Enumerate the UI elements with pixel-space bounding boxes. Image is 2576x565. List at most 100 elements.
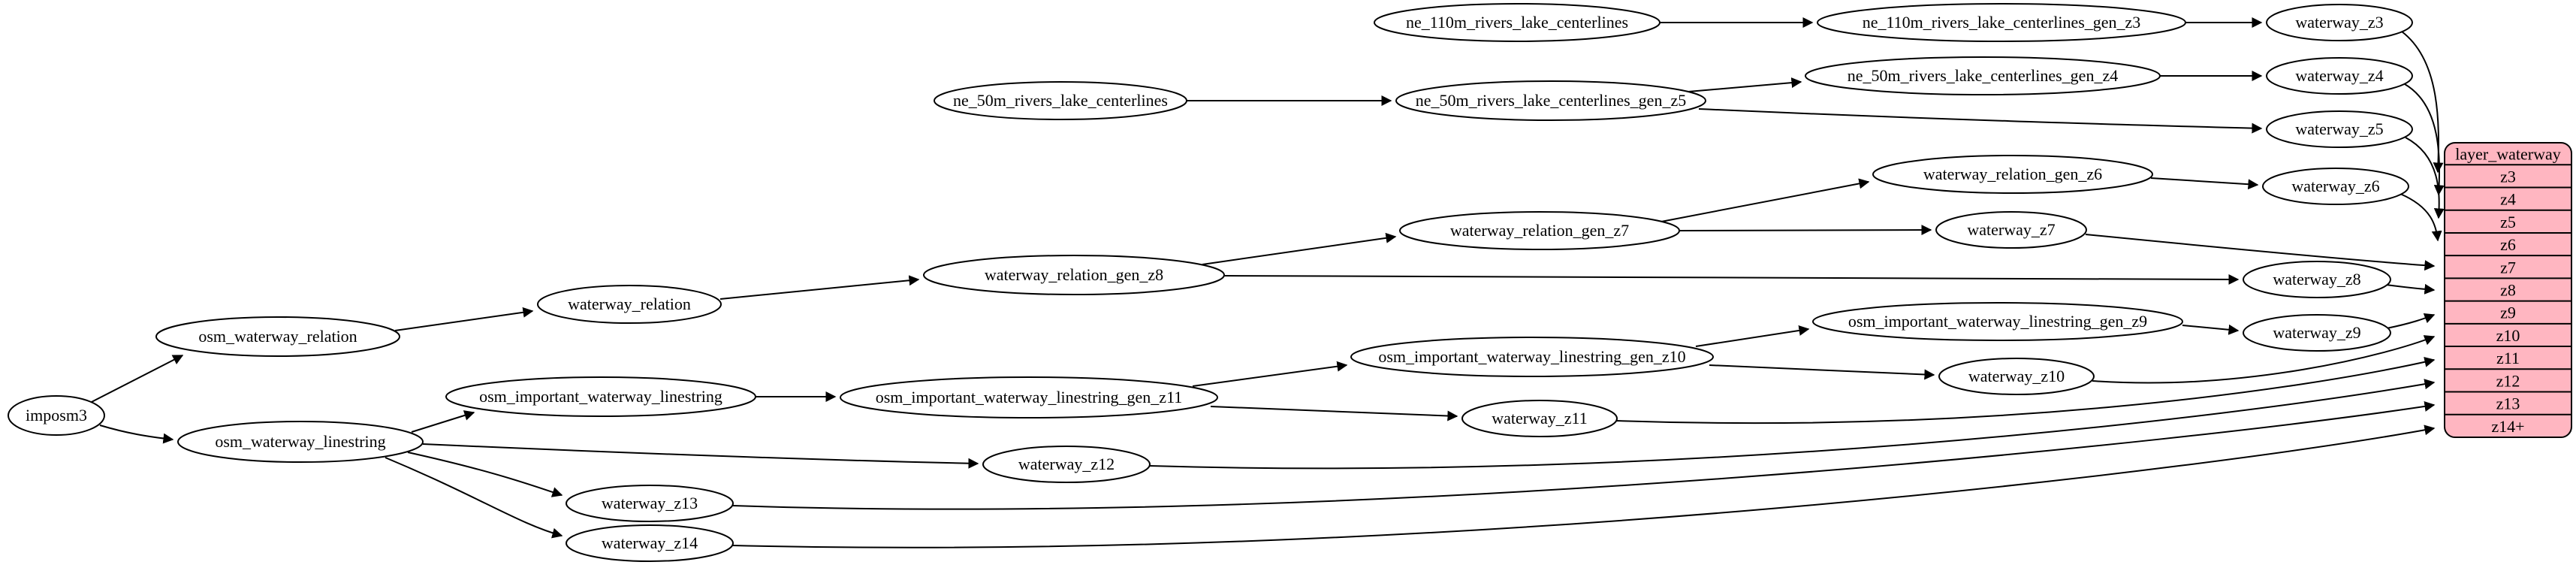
table-row-z3: z3	[2500, 167, 2516, 186]
node-label-osm_waterway_relation: osm_waterway_relation	[198, 327, 357, 346]
node-osm_waterway_relation: osm_waterway_relation	[155, 316, 400, 357]
edge-osm_important_waterway_linestring_gen_z10-to-waterway_z10	[1709, 364, 1935, 380]
node-label-waterway_z3: waterway_z3	[2295, 13, 2383, 32]
node-waterway_z6: waterway_z6	[2262, 168, 2409, 205]
node-label-osm_important_waterway_linestring_gen_z9: osm_important_waterway_linestring_gen_z9	[1848, 312, 2147, 331]
node-ellipse-waterway_z5	[2266, 110, 2413, 148]
table-row-z13: z13	[2496, 394, 2520, 413]
edge-waterway_relation_gen_z7-to-waterway_z7	[1679, 225, 1932, 236]
edge-osm_important_waterway_linestring_gen_z11-to-osm_important_waterway_linestring_gen_z10	[1192, 361, 1348, 387]
node-ellipse-waterway_z10	[1938, 358, 2095, 395]
node-waterway_z11: waterway_z11	[1461, 400, 1618, 437]
table-row-z6: z6	[2500, 235, 2516, 254]
table-background	[2444, 142, 2572, 438]
edge-osm_waterway_relation-to-waterway_relation	[394, 307, 534, 331]
node-ellipse-osm_waterway_relation	[155, 316, 400, 357]
node-label-waterway_z13: waterway_z13	[602, 494, 698, 512]
node-ellipse-ne_110m_rivers_lake_centerlines_gen_z3	[1817, 3, 2186, 42]
edge-osm_waterway_linestring-to-osm_important_waterway_linestring	[411, 410, 475, 433]
node-ellipse-osm_important_waterway_linestring	[445, 376, 756, 417]
node-ellipse-waterway_z3	[2266, 4, 2413, 41]
nodes-layer: imposm3 osm_waterway_relation waterway_rel…	[8, 3, 2413, 562]
edge-waterway_z13-to-layer_waterway-z13	[732, 400, 2436, 510]
table-title: layer_waterway	[2455, 145, 2560, 164]
node-ellipse-waterway_z9	[2243, 314, 2391, 352]
node-ellipse-waterway_relation_gen_z8	[923, 255, 1225, 295]
edge-waterway_z5-to-layer_waterway-z5	[2405, 137, 2445, 219]
node-waterway_relation_gen_z6: waterway_relation_gen_z6	[1872, 155, 2153, 194]
edge-waterway_z6-to-layer_waterway-z6	[2400, 193, 2442, 242]
node-ellipse-waterway_z11	[1461, 400, 1618, 437]
node-waterway_z10: waterway_z10	[1938, 358, 2095, 395]
node-ellipse-osm_important_waterway_linestring_gen_z11	[840, 376, 1218, 418]
node-ellipse-osm_important_waterway_linestring_gen_z10	[1350, 337, 1714, 377]
node-label-waterway_z12: waterway_z12	[1018, 455, 1115, 473]
node-label-osm_waterway_linestring: osm_waterway_linestring	[215, 432, 385, 451]
edge-waterway_z8-to-layer_waterway-z8	[2385, 283, 2436, 295]
table-row-z12: z12	[2496, 371, 2520, 390]
node-waterway_relation_gen_z8: waterway_relation_gen_z8	[923, 255, 1225, 295]
edge-imposm3-to-osm_waterway_relation	[88, 355, 184, 404]
node-osm_important_waterway_linestring_gen_z10: osm_important_waterway_linestring_gen_z1…	[1350, 337, 1714, 377]
edge-waterway_z14-to-layer_waterway-z14+	[732, 425, 2436, 548]
edge-osm_important_waterway_linestring_gen_z11-to-waterway_z11	[1210, 406, 1458, 421]
node-waterway_z3: waterway_z3	[2266, 4, 2413, 41]
node-label-waterway_relation_gen_z8: waterway_relation_gen_z8	[985, 265, 1163, 284]
node-waterway_z13: waterway_z13	[566, 485, 734, 522]
node-ne_110m_rivers_lake_centerlines_gen_z3: ne_110m_rivers_lake_centerlines_gen_z3	[1817, 3, 2186, 42]
node-imposm3: imposm3	[8, 395, 105, 436]
node-waterway_relation_gen_z7: waterway_relation_gen_z7	[1399, 211, 1680, 250]
node-label-osm_important_waterway_linestring: osm_important_waterway_linestring	[479, 387, 722, 406]
node-label-waterway_z9: waterway_z9	[2273, 323, 2360, 342]
table-row-z7: z7	[2500, 258, 2516, 276]
node-waterway_z7: waterway_z7	[1935, 211, 2087, 249]
table-row-z8: z8	[2500, 281, 2516, 300]
table-layer: layer_waterwayz3z4z5z6z7z8z9z10z11z12z13…	[2444, 142, 2572, 438]
edge-waterway_relation_gen_z6-to-waterway_z6	[2150, 177, 2259, 190]
node-ellipse-osm_waterway_linestring	[177, 421, 424, 463]
edge-waterway_z9-to-layer_waterway-z9	[2386, 313, 2436, 329]
node-ne_50m_rivers_lake_centerlines_gen_z4: ne_50m_rivers_lake_centerlines_gen_z4	[1805, 56, 2161, 95]
table-row-z11: z11	[2496, 349, 2520, 367]
node-label-waterway_z14: waterway_z14	[602, 533, 698, 552]
node-osm_important_waterway_linestring_gen_z11: osm_important_waterway_linestring_gen_z1…	[840, 376, 1218, 418]
node-ellipse-waterway_z4	[2266, 57, 2413, 95]
edge-osm_important_waterway_linestring_gen_z9-to-waterway_z9	[2182, 324, 2240, 335]
node-waterway_z14: waterway_z14	[566, 524, 734, 562]
edge-waterway_relation-to-waterway_relation_gen_z8	[719, 275, 920, 300]
table-row-z4: z4	[2500, 190, 2516, 209]
table-row-z14+: z14+	[2491, 417, 2524, 436]
edge-waterway_z12-to-layer_waterway-z12	[1149, 379, 2436, 470]
node-label-ne_110m_rivers_lake_centerlines_gen_z3: ne_110m_rivers_lake_centerlines_gen_z3	[1863, 13, 2141, 32]
node-ellipse-waterway_z6	[2262, 168, 2409, 205]
edges-layer	[88, 17, 2445, 548]
node-waterway_z4: waterway_z4	[2266, 57, 2413, 95]
node-label-waterway_z6: waterway_z6	[2291, 177, 2379, 195]
table-row-z9: z9	[2500, 304, 2516, 322]
node-label-waterway_z4: waterway_z4	[2295, 66, 2383, 85]
node-osm_important_waterway_linestring_gen_z9: osm_important_waterway_linestring_gen_z9	[1812, 302, 2183, 341]
node-ellipse-waterway_z14	[566, 524, 734, 562]
edge-ne_50m_rivers_lake_centerlines_gen_z5-to-ne_50m_rivers_lake_centerlines_gen_z4	[1688, 77, 1802, 92]
node-osm_waterway_linestring: osm_waterway_linestring	[177, 421, 424, 463]
node-label-ne_50m_rivers_lake_centerlines_gen_z4: ne_50m_rivers_lake_centerlines_gen_z4	[1848, 66, 2118, 85]
node-ellipse-osm_important_waterway_linestring_gen_z9	[1812, 302, 2183, 341]
node-ellipse-waterway_relation	[537, 285, 722, 324]
edge-waterway_z10-to-layer_waterway-z10	[2092, 335, 2436, 384]
node-osm_important_waterway_linestring: osm_important_waterway_linestring	[445, 376, 756, 417]
node-ellipse-ne_50m_rivers_lake_centerlines	[934, 81, 1187, 120]
edge-osm_important_waterway_linestring_gen_z10-to-osm_important_waterway_linestring_gen_z9	[1695, 325, 1810, 347]
node-ellipse-waterway_z12	[982, 446, 1151, 483]
node-ellipse-waterway_z13	[566, 485, 734, 522]
node-ellipse-imposm3	[8, 395, 105, 436]
node-label-waterway_relation: waterway_relation	[568, 295, 691, 313]
table-row-z10: z10	[2496, 326, 2520, 345]
node-ellipse-waterway_relation_gen_z7	[1399, 211, 1680, 250]
edge-waterway_z3-to-layer_waterway-z3	[2401, 31, 2444, 174]
edge-waterway_z11-to-layer_waterway-z11	[1615, 356, 2436, 425]
edge-ne_50m_rivers_lake_centerlines_gen_z5-to-waterway_z5	[1698, 108, 2263, 134]
edge-imposm3-to-osm_waterway_linestring	[99, 425, 174, 444]
node-ellipse-waterway_z7	[1935, 211, 2087, 249]
node-label-waterway_z10: waterway_z10	[1968, 367, 2065, 385]
node-waterway_z8: waterway_z8	[2243, 261, 2391, 298]
